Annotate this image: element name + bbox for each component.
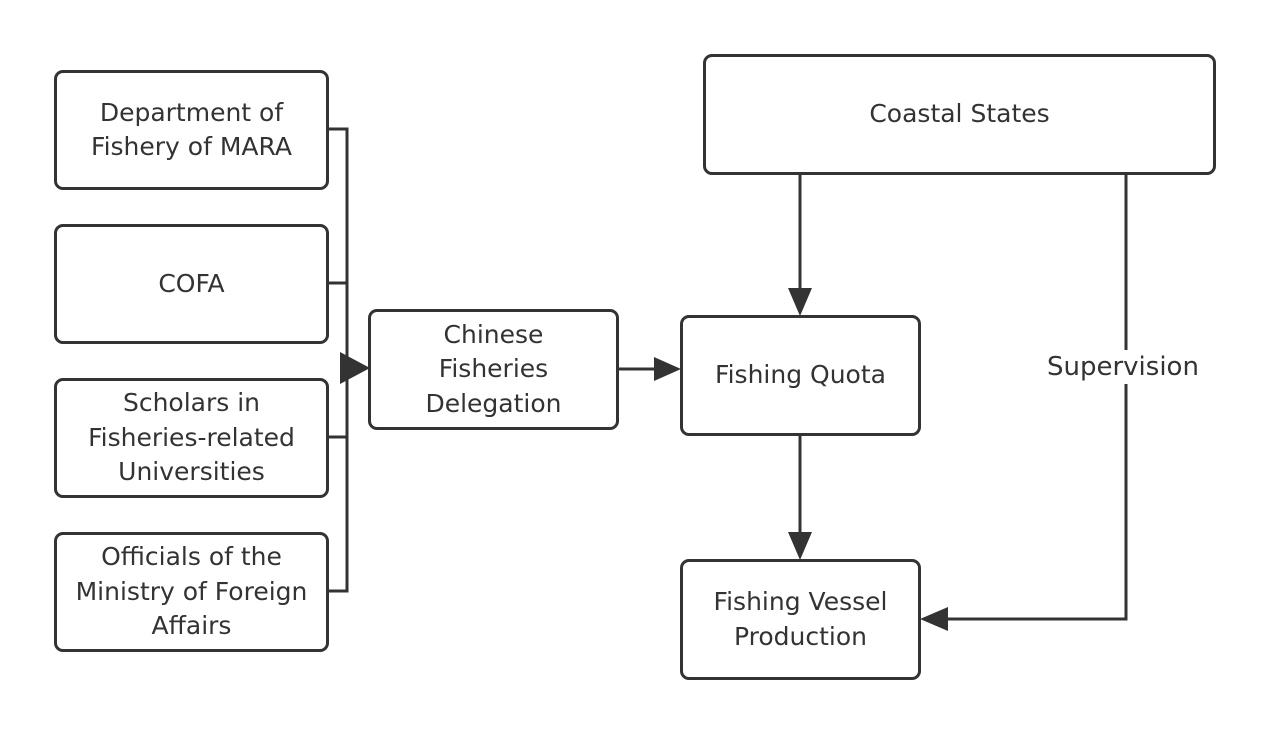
node-label: Fishing Quota <box>715 360 886 390</box>
node-scholars: Scholars in Fisheries-related Universiti… <box>54 378 329 498</box>
node-label: Officials of the Ministry of Foreign Aff… <box>75 542 308 641</box>
node-label: Coastal States <box>869 99 1050 129</box>
node-cofa: COFA <box>54 224 329 344</box>
edge-coastal-to-quota-arrow <box>788 288 812 316</box>
node-officials: Officials of the Ministry of Foreign Aff… <box>54 532 329 652</box>
node-department-of-fishery: Department of Fishery of MARA <box>54 70 329 190</box>
edge-dept-fishery-bracket <box>328 127 349 368</box>
node-label: COFA <box>158 268 225 298</box>
node-label: Scholars in Fisheries-related Universiti… <box>88 388 295 487</box>
edge-delegation-to-quota-arrow <box>654 357 681 381</box>
edge-officials-bracket <box>328 368 349 593</box>
edge-supervision-arrow <box>920 607 948 631</box>
edge-bracket-to-delegation-arrow <box>340 352 370 384</box>
edge-supervision <box>945 168 1128 621</box>
node-coastal-states: Coastal States <box>703 54 1216 175</box>
node-fishing-quota: Fishing Quota <box>680 315 921 436</box>
edge-label-supervision: Supervision <box>1045 350 1201 384</box>
edge-quota-to-vessel-arrow <box>788 532 812 560</box>
node-fishing-vessel-production: Fishing Vessel Production <box>680 559 921 680</box>
node-label: Chinese Fisheries Delegation <box>425 319 562 418</box>
node-label: Department of Fishery of MARA <box>91 97 292 162</box>
node-label: Fishing Vessel Production <box>713 587 888 651</box>
node-chinese-fisheries-delegation: Chinese Fisheries Delegation <box>368 309 619 430</box>
